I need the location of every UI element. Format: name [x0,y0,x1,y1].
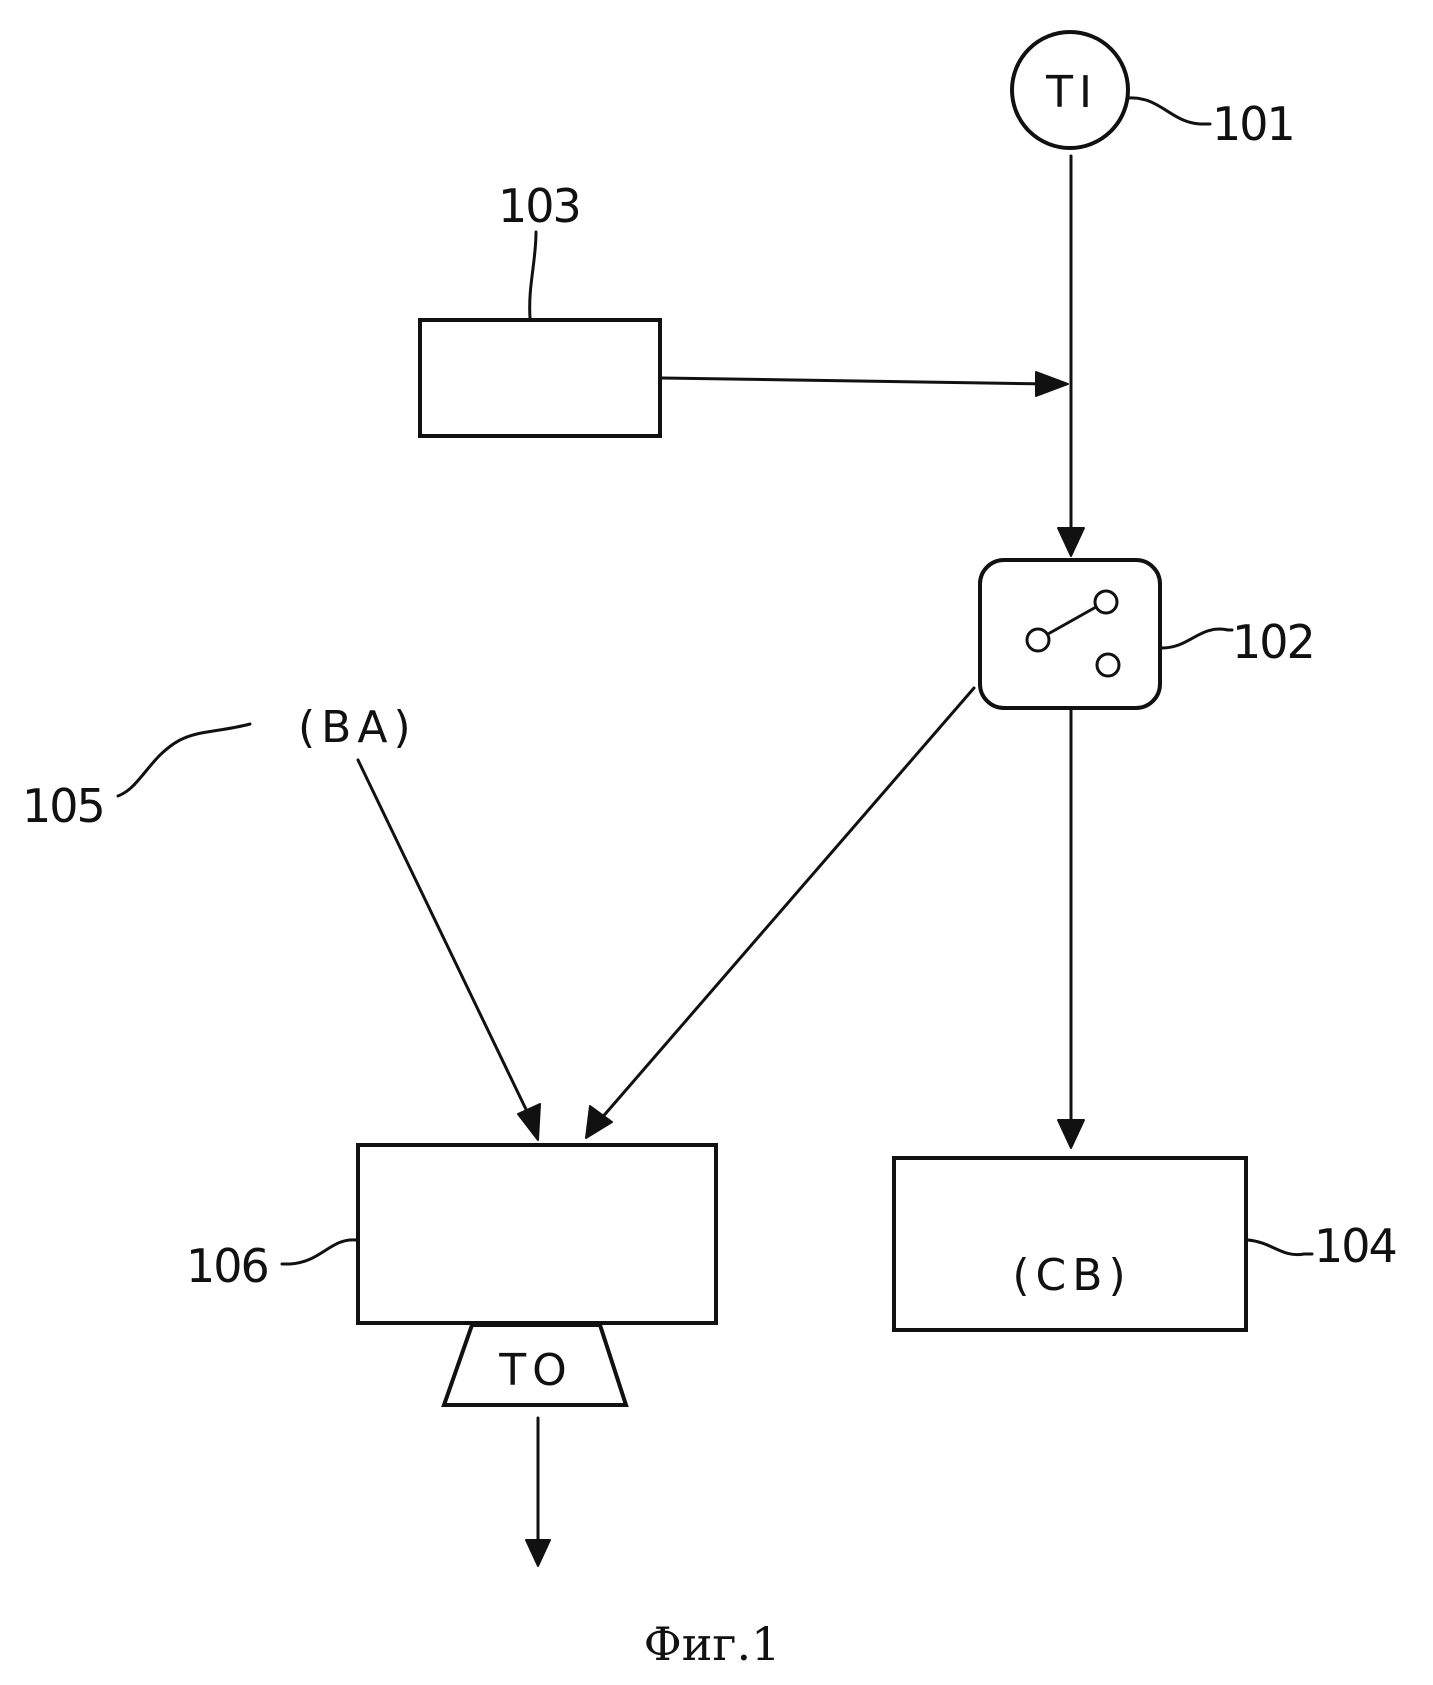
ba-leader-line [118,724,250,796]
switch-lever [1048,607,1096,634]
ti-to-switch-arrowhead [1058,528,1084,556]
ti-ref-label: 101 [1212,97,1294,151]
ti-leader-line [1128,98,1210,124]
ba-ref-label: 105 [22,779,104,833]
ba-to-combiner-arrowhead [518,1104,540,1140]
figure-caption: Фиг.1 [644,1617,781,1671]
switch-to-cb-arrowhead [1058,1120,1084,1148]
switch-contact-bottom [1097,654,1119,676]
source-ref-label: 103 [498,179,580,233]
switch-ref-label: 102 [1232,615,1314,669]
source-box [420,320,660,436]
source-to-line-arrowhead [1036,372,1068,396]
switch-icon [1027,591,1119,676]
ba-to-combiner-line [358,760,534,1126]
cb-ref-label: 104 [1314,1219,1396,1273]
switch-node [980,560,1160,708]
to-label: TO [498,1345,573,1396]
ti-node: TI [1012,32,1128,148]
cb-label: (CB) [1012,1250,1131,1301]
switch-to-combiner-line [600,688,974,1120]
switch-leader-line [1162,629,1232,648]
to-output-arrowhead [526,1540,550,1566]
switch-contact-top [1095,591,1117,613]
switch-box [980,560,1160,708]
combiner-leader-line [282,1240,356,1264]
cb-box [894,1158,1246,1330]
ti-label: TI [1045,67,1098,118]
to-node: TO [444,1325,626,1405]
switch-contact-left [1027,629,1049,651]
cb-leader-line [1248,1240,1312,1255]
source-leader-line [530,232,536,318]
combiner-box [358,1145,716,1323]
combiner-ref-label: 106 [186,1239,268,1293]
ba-label: (BA) [298,702,417,753]
source-to-line-arrow [662,378,1050,384]
